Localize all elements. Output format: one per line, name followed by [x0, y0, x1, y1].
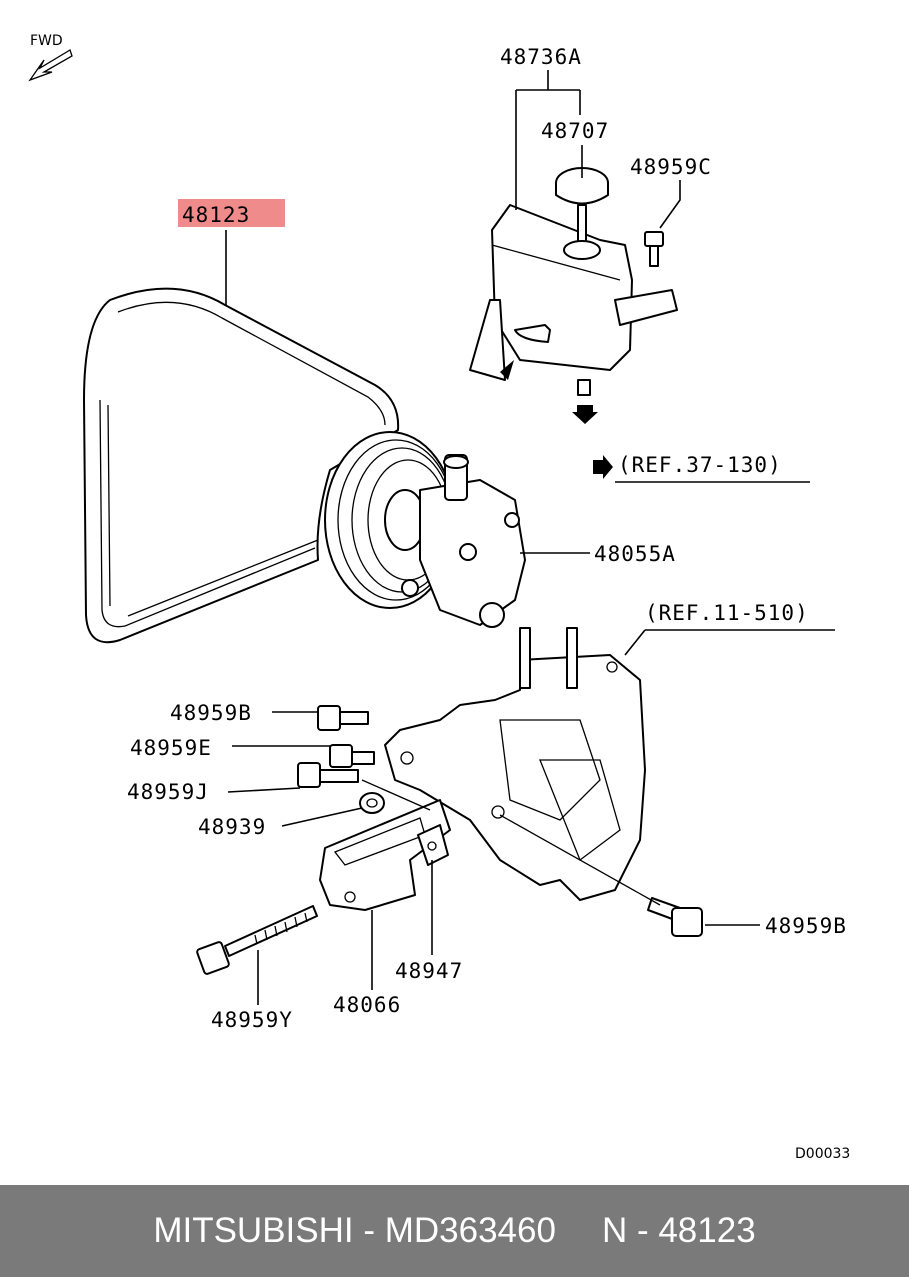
- bolt-48959b-right: [647, 897, 703, 937]
- label-ref-11-510: (REF.11-510): [645, 601, 809, 625]
- label-48707: 48707: [541, 119, 609, 143]
- footer-bar: MITSUBISHI - MD363460 N - 48123: [0, 1185, 909, 1277]
- label-48736a: 48736A: [500, 45, 582, 69]
- assembly-line: [499, 814, 661, 906]
- washer-48939: [359, 792, 385, 814]
- bolt-48959c: [644, 231, 664, 267]
- label-48959b-top: 48959B: [170, 701, 252, 725]
- label-48123: 48123: [182, 203, 250, 227]
- bolt-48959e: [329, 744, 375, 768]
- label-48066: 48066: [333, 993, 401, 1017]
- label-48959e: 48959E: [130, 736, 212, 760]
- long-bolt-48959y: [196, 905, 318, 975]
- label-48939: 48939: [198, 815, 266, 839]
- drawing-code: D00033: [795, 1146, 850, 1162]
- footer-ref-info: N - 48123: [601, 1211, 756, 1250]
- power-steering-pump: [401, 454, 526, 628]
- bolt-48959j: [297, 762, 359, 788]
- reservoir-cap: [555, 167, 609, 260]
- label-48055a: 48055A: [594, 542, 676, 566]
- label-48947: 48947: [395, 959, 463, 983]
- drive-belt: [83, 287, 400, 644]
- leader-lines: [225, 70, 835, 1005]
- fwd-label: FWD: [30, 33, 63, 49]
- highlight-box: [178, 199, 285, 227]
- fwd-arrow-icon: [28, 49, 73, 82]
- parts-diagram: FWD: [28, 33, 850, 1162]
- footer-part-info: MITSUBISHI - MD363460: [153, 1211, 556, 1250]
- engine-bracket: [384, 627, 646, 901]
- label-ref-37-130: (REF.37-130): [618, 453, 782, 477]
- label-48959j: 48959J: [127, 780, 209, 804]
- assembly-line: [361, 779, 431, 811]
- label-48959b-right: 48959B: [765, 914, 847, 938]
- label-48959y: 48959Y: [211, 1008, 293, 1032]
- ref-arrow-icon: [593, 455, 613, 479]
- label-48959c: 48959C: [630, 155, 712, 179]
- bolt-48959b-top: [317, 705, 369, 731]
- spacer-48947: [417, 824, 449, 866]
- diagram-svg: FWD: [28, 33, 850, 1162]
